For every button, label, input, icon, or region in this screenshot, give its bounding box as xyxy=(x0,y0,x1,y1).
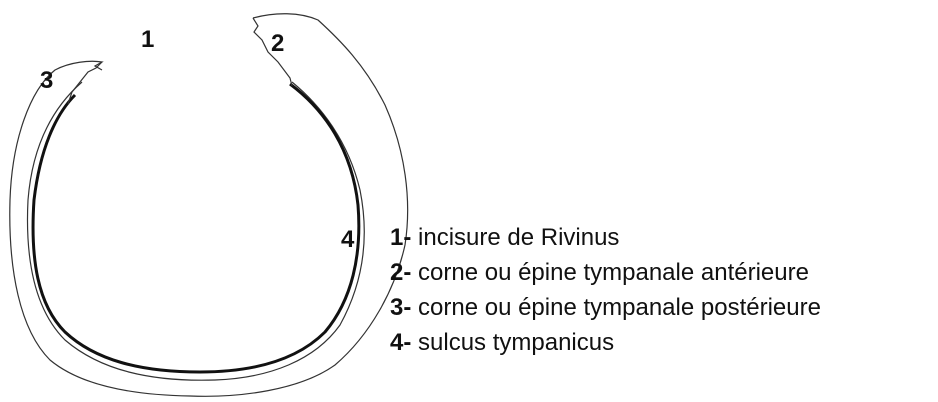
posterior-horn-edge xyxy=(67,61,103,105)
anterior-horn-edge xyxy=(252,17,293,87)
outer-ring-contour xyxy=(9,13,409,397)
label-1: 1 xyxy=(141,26,154,53)
legend-number: 2- xyxy=(390,259,412,286)
legend-item: 3- corne ou épine tympanale postérieure xyxy=(390,290,935,325)
legend-text: sulcus tympanicus xyxy=(411,329,615,356)
legend-text: corne ou épine tympanale antérieure xyxy=(411,259,809,286)
label-3: 3 xyxy=(40,67,53,94)
legend-item: 2- corne ou épine tympanale antérieure xyxy=(390,255,935,290)
legend-item: 4- sulcus tympanicus xyxy=(390,325,935,360)
legend-number: 3- xyxy=(390,294,412,321)
legend-number: 1- xyxy=(390,224,412,251)
legend-text: corne ou épine tympanale postérieure xyxy=(411,294,821,321)
label-2: 2 xyxy=(271,30,284,57)
legend-item: 1- incisure de Rivinus xyxy=(390,220,935,255)
legend-text: incisure de Rivinus xyxy=(411,224,620,251)
sulcus-tympanicus-line xyxy=(31,82,361,374)
legend-number: 4- xyxy=(390,329,412,356)
inner-ring-contour xyxy=(26,81,365,381)
legend: 1- incisure de Rivinus 2- corne ou épine… xyxy=(390,220,935,360)
label-4: 4 xyxy=(341,226,355,253)
